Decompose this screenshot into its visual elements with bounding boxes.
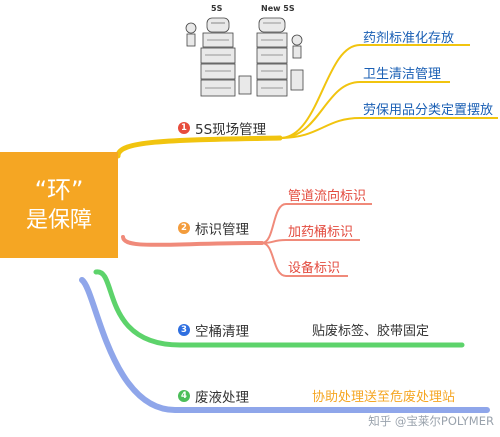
branch-2-title: 标识管理 [195,222,249,238]
branch-1-title: 5S现场管理 [195,122,267,138]
leaf-b2-3: 设备标识 [288,261,341,276]
5s-stacks-drawing [185,17,304,97]
branch-1-sub-3 [279,117,498,139]
branch-1-number-badge: 1 [178,122,190,134]
branch-2-number-badge: 2 [178,222,190,234]
branch-4-number-badge: 4 [178,390,190,402]
branch-2-sub-2 [261,239,360,244]
central-topic-line1: “环” [34,175,84,204]
5s-illustration: 5S New 5S [183,0,315,102]
branch-1-sub-1 [279,44,470,139]
leaf-b3-1: 贴废标签、胶带固定 [312,324,430,339]
central-topic: “环” 是保障 [0,152,118,258]
leaf-b2-1: 管道流向标识 [288,189,367,204]
branch-3-number-badge: 3 [178,324,190,336]
leaf-b4-1: 协助处理送至危废处理站 [312,390,456,405]
leaf-b1-3: 劳保用品分类定置摆放 [363,103,494,118]
watermark: 知乎 @宝莱尔POLYMER [368,414,494,428]
new-5s-label: New 5S [261,4,295,13]
branch-2-sub-1 [261,203,372,244]
branch-3-title: 空桶清理 [195,324,249,340]
branch-4-curve [79,277,490,413]
branch-4-label: 4 废液处理 [178,386,249,406]
branch-2-curve [121,235,264,247]
central-topic-line2: 是保障 [25,208,92,234]
branch-2-label: 2 标识管理 [178,218,249,238]
leaf-b1-2: 卫生清洁管理 [363,67,442,82]
branch-1-curve [115,135,283,159]
branch-1-sub-2 [279,81,450,139]
branch-3-label: 3 空桶清理 [178,320,249,340]
branch-3-curve [93,269,465,348]
branch-1-label: 1 5S现场管理 [178,118,266,138]
branch-4-title: 废液处理 [195,390,249,406]
5s-label: 5S [211,4,223,13]
leaf-b1-1: 药剂标准化存放 [363,31,455,46]
branch-2-sub-3 [261,242,348,277]
leaf-b2-2: 加药桶标识 [288,225,354,240]
